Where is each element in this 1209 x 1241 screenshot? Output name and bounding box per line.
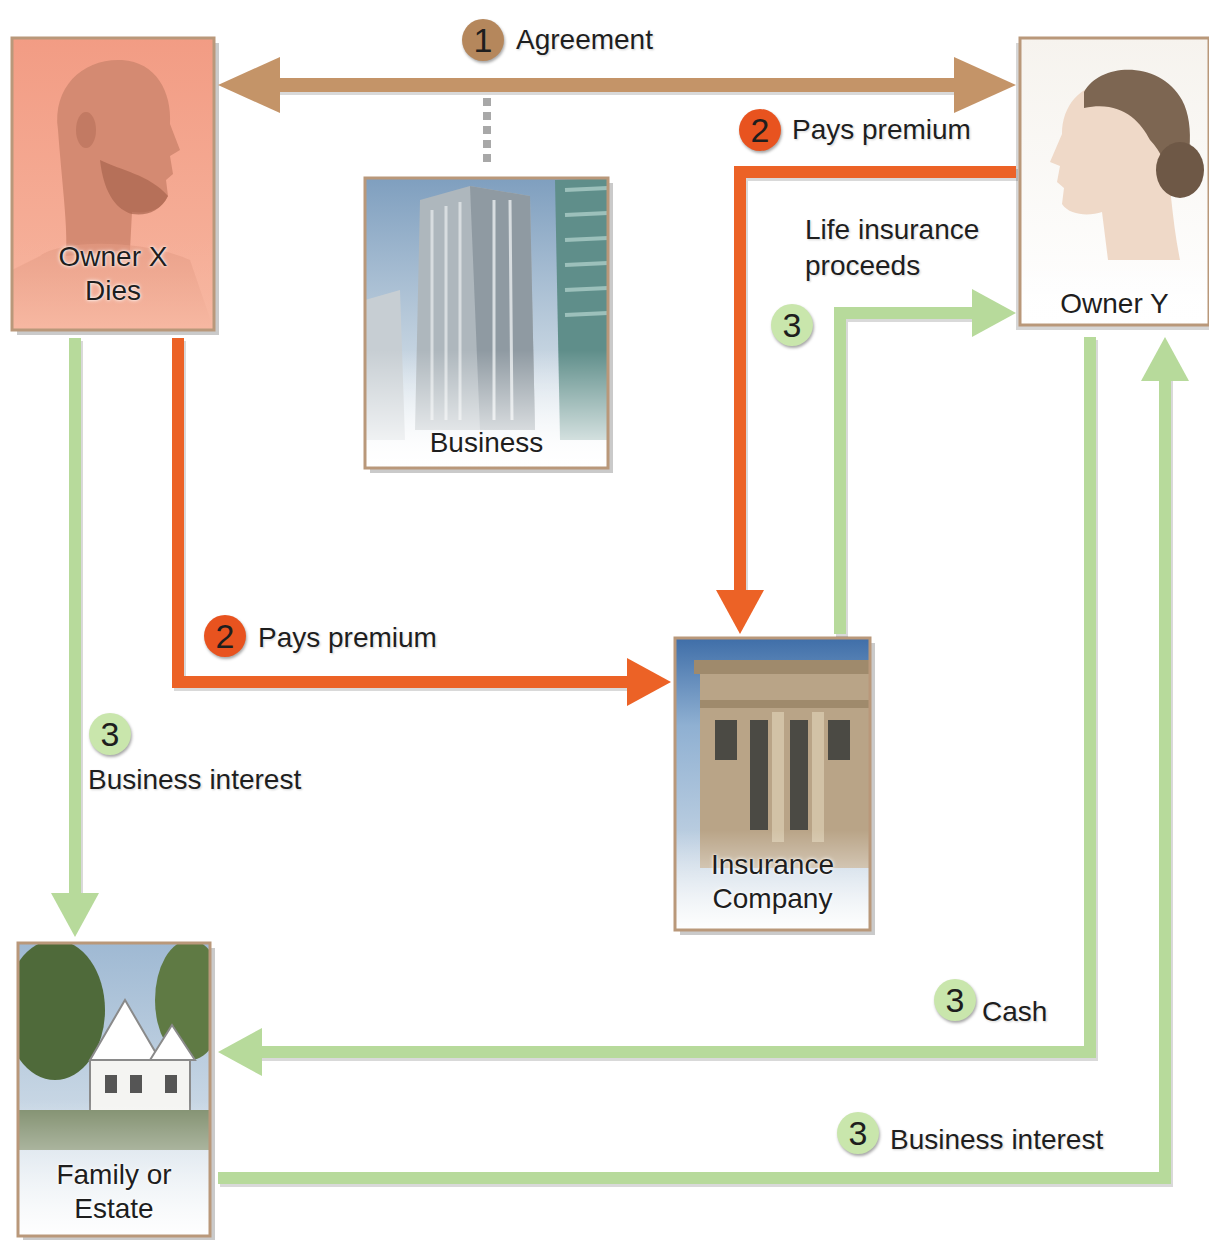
edge-label: Life insurance proceeds [805, 212, 1015, 284]
arrow-head [1141, 337, 1189, 381]
fade [1020, 260, 1209, 325]
ear [76, 112, 96, 148]
node-text: Family or Estate [34, 1158, 194, 1226]
flow-arrow [218, 337, 1092, 1076]
window [828, 720, 850, 760]
callout-number: 3 [837, 1112, 879, 1154]
owner-x-picture [12, 38, 214, 330]
flow-arrow [218, 57, 1016, 113]
window [105, 1075, 117, 1093]
box-fill [12, 38, 214, 330]
flow-arrow [51, 338, 99, 937]
arrow-line [218, 377, 1165, 1178]
arrow-shadow [220, 380, 1167, 1181]
family-picture [18, 943, 210, 1236]
hair-bun [1156, 142, 1204, 198]
owner-box: Owner Y [1020, 38, 1209, 325]
business-box: Business [365, 178, 608, 468]
box-border [365, 178, 608, 468]
head-silhouette [57, 60, 180, 256]
arrow-head [218, 57, 280, 113]
arrow-line [840, 313, 976, 634]
insurance-picture [675, 638, 870, 930]
arrow-line [276, 78, 958, 92]
flow-arrow [178, 338, 671, 706]
column [812, 712, 824, 842]
callout-number: 2 [739, 109, 781, 151]
dashed-link [483, 98, 491, 168]
arrow-head [716, 590, 764, 634]
estate-box: Family or Estate [18, 943, 210, 1236]
beard [100, 160, 168, 214]
window [750, 720, 768, 830]
callout-number: 1 [462, 19, 504, 61]
arrow-line [258, 337, 1090, 1052]
fade [675, 830, 870, 930]
box-border [1020, 38, 1209, 325]
fade [365, 350, 608, 468]
arrow-line [69, 338, 81, 897]
right-tower-lines [565, 188, 608, 315]
edge-label: Cash [982, 994, 1047, 1030]
flow-arrow [218, 337, 1189, 1181]
callout-number: 3 [771, 304, 813, 346]
house-gable [90, 1000, 160, 1060]
arrow-shadow [260, 340, 1092, 1055]
cornice [694, 660, 870, 674]
owner-box: Owner X Dies [12, 38, 214, 330]
arrow-head [954, 57, 1016, 113]
callout-number: 3 [934, 979, 976, 1021]
fade [12, 240, 214, 330]
column [772, 712, 784, 842]
arrow-shadow [842, 316, 978, 637]
fade [18, 1100, 210, 1236]
sky [365, 178, 608, 468]
arrow-shadow [742, 175, 1018, 597]
arrow-shadow [180, 341, 633, 685]
frieze [700, 700, 870, 708]
sky [675, 638, 870, 930]
box-fill [1020, 38, 1209, 325]
window [790, 720, 808, 830]
edge-label: Business interest [890, 1122, 1103, 1158]
box-border [12, 38, 214, 330]
node-text: Business [372, 426, 602, 460]
edge-label: Business interest [88, 762, 301, 798]
callout-number: 3 [89, 713, 131, 755]
business-picture [365, 178, 608, 468]
window [130, 1075, 142, 1093]
arrow-head [627, 658, 671, 706]
arrow-line [740, 172, 1016, 594]
node-text: Owner X Dies [38, 240, 188, 308]
arrow-head [218, 1028, 262, 1076]
arrow-line [178, 338, 631, 682]
insurance-box: Insurance Company [675, 638, 870, 930]
edge-label: Pays premium [792, 112, 971, 148]
edge-label: Pays premium [258, 620, 437, 656]
arrow-head [51, 893, 99, 937]
flow-arrow [840, 289, 1016, 637]
node-text: Owner Y [1025, 287, 1205, 321]
flow-arrow [716, 172, 1018, 634]
node-text: Insurance Company [680, 848, 865, 916]
window [715, 720, 737, 760]
arrow-head [972, 289, 1016, 337]
box-border [675, 638, 870, 930]
window [165, 1075, 177, 1093]
owner-y-picture [1020, 38, 1209, 325]
box-border [18, 943, 210, 1236]
edge-label: Agreement [516, 22, 653, 58]
house-gable [150, 1025, 195, 1060]
callout-number: 2 [204, 615, 246, 657]
